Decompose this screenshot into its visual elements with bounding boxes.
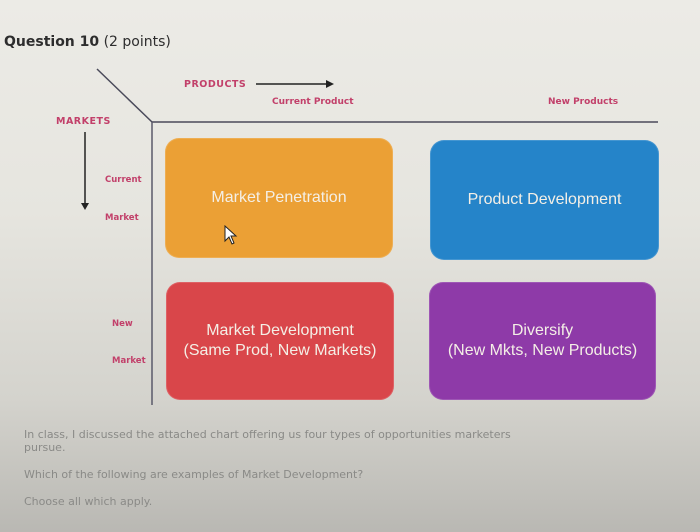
question-body: In class, I discussed the attached chart… (24, 428, 544, 522)
ansoff-matrix-diagram: PRODUCTS Current Product New Products MA… (0, 60, 700, 405)
quadrant-title: Market Development (206, 322, 354, 339)
question-prompt-text: Which of the following are examples of M… (24, 468, 364, 481)
mouse-cursor-icon (224, 225, 238, 245)
axis-lines (81, 68, 658, 405)
quadrant-market-penetration: Market Penetration (165, 138, 393, 258)
question-title: Question 10 (2 points) (4, 34, 171, 50)
question-points: (2 points) (103, 34, 171, 50)
quadrant-market-development: Market Development (Same Prod, New Marke… (166, 282, 394, 400)
quadrant-title: Market Penetration (211, 189, 347, 206)
markets-arrow-icon (81, 132, 89, 210)
row-current-market-line1: Current (105, 175, 142, 185)
row-new-market-line2: Market (112, 356, 146, 366)
question-intro-text: In class, I discussed the attached chart… (24, 428, 511, 454)
row-current-market-line2: Market (105, 213, 139, 223)
markets-axis-label: MARKETS (56, 116, 111, 127)
quadrant-diversify: Diversify (New Mkts, New Products) (429, 282, 656, 400)
quadrant-product-development: Product Development (430, 140, 659, 260)
quadrant-subtitle: (New Mkts, New Products) (447, 342, 638, 359)
quadrant-title: Product Development (467, 191, 622, 208)
quadrant-title: Diversify (511, 322, 574, 339)
question-instruction-text: Choose all which apply. (24, 495, 153, 508)
column-current-product: Current Product (272, 97, 354, 107)
quadrant-subtitle: (Same Prod, New Markets) (183, 342, 377, 359)
row-new-market-line1: New (112, 319, 133, 329)
column-new-products: New Products (548, 97, 619, 107)
products-axis-label: PRODUCTS (184, 79, 247, 90)
products-arrow-icon (256, 80, 334, 88)
question-number: Question 10 (4, 34, 100, 50)
